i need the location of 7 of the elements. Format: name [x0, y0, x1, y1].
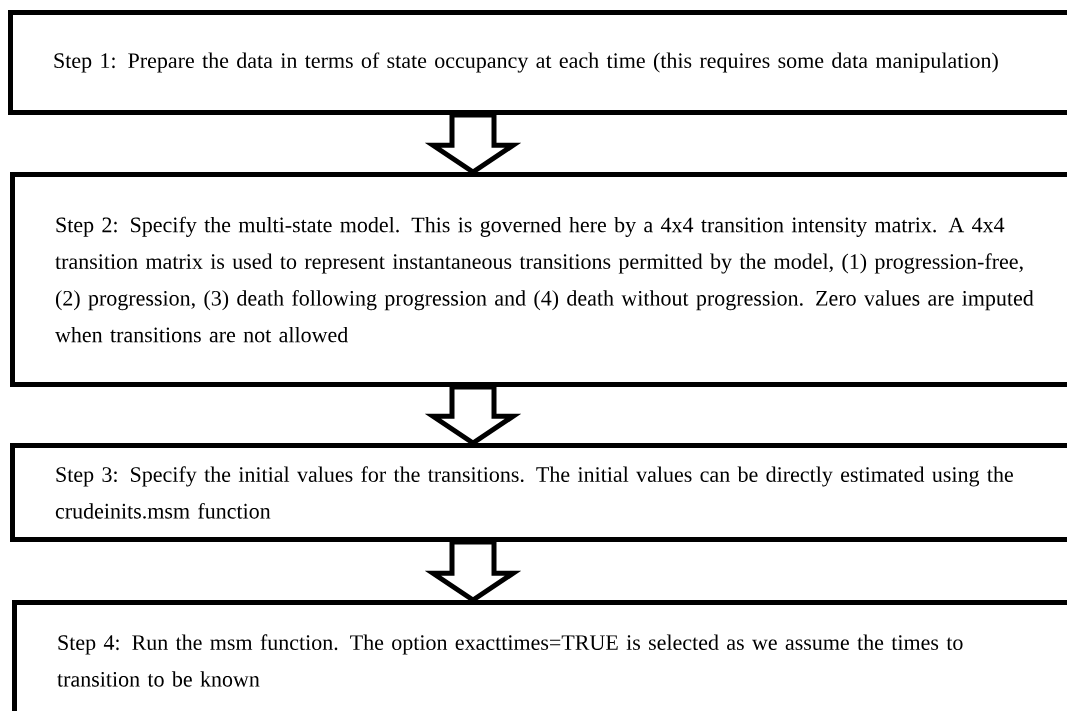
- block-arrow: [424, 384, 522, 446]
- block-arrow: [424, 539, 522, 603]
- step-box: Step 3: Specify the initial values for the transitions. The initial values can be directly estimated using the crudeinits.msm function: [10, 443, 1067, 542]
- block-arrow: [424, 112, 522, 175]
- step-box: Step 2: Specify the multi-state model. This is governed here by a 4x4 transition intensity matrix. A 4x4 transition matrix is used to represent instantaneous transitions permitted by the model, (1) progression-free, (2) progression, (3) death following progression and (4) death without progression. Zero values are imputed when transitions are not allowed: [10, 172, 1067, 387]
- step-box: Step 4: Run the msm function. The option exacttimes=TRUE is selected as we assume the times to transition to be known: [12, 600, 1067, 711]
- step-box: Step 1: Prepare the data in terms of state occupancy at each time (this requires some data manipulation): [8, 10, 1067, 115]
